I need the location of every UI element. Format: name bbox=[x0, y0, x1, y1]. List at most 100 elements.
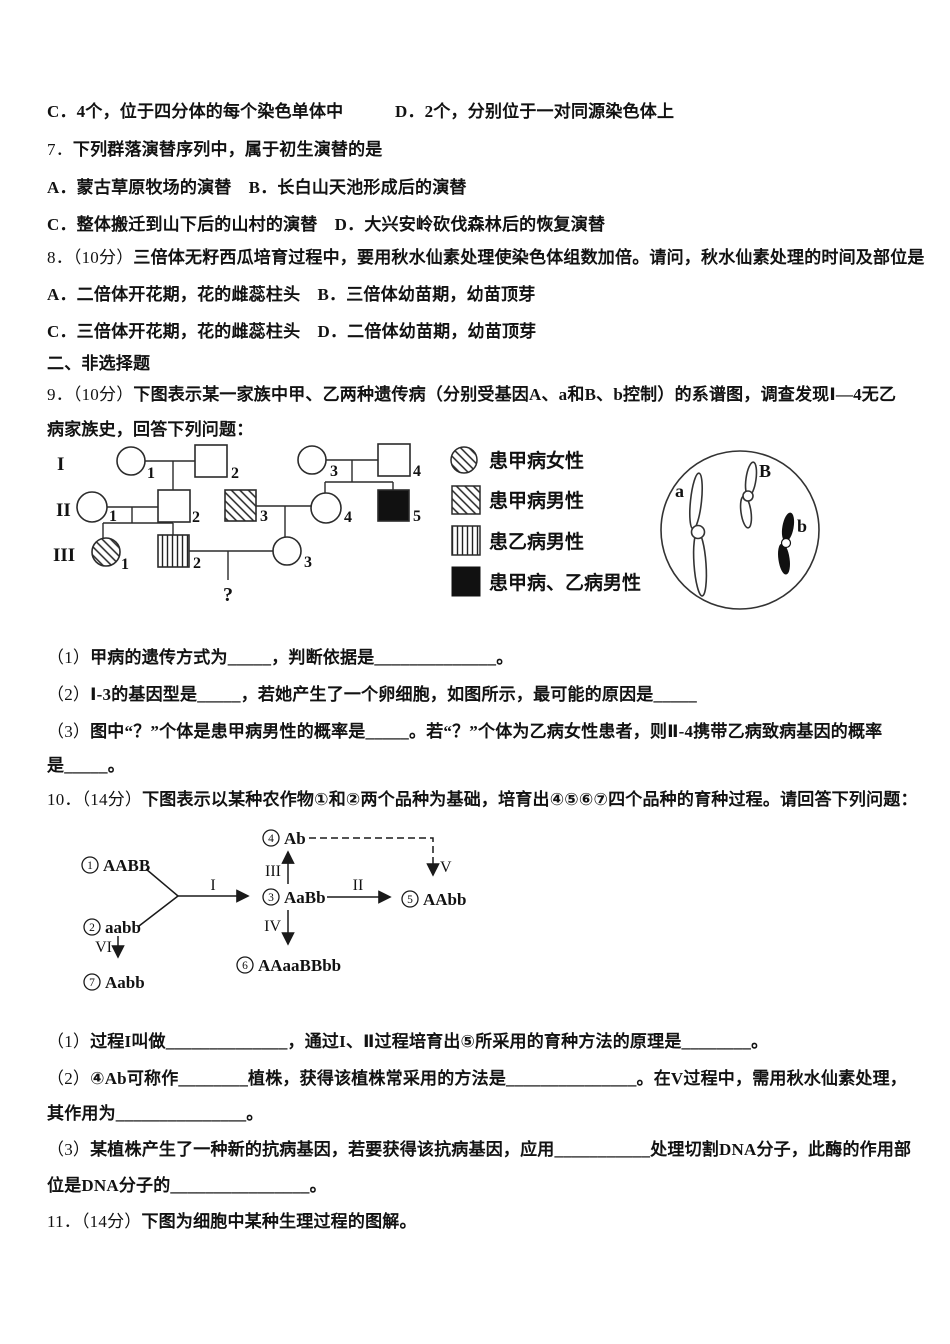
question-10-sub2-continuation: 其作用为_______________。 bbox=[47, 1104, 264, 1123]
individual-I-3-circle bbox=[297, 445, 327, 475]
question-8-options-cd: C．三倍体开花期，花的雌蕊柱头 D．二倍体幼苗期，幼苗顶芽 bbox=[47, 322, 537, 341]
question-7-text: 下列群落演替序列中，属于初生演替的是 bbox=[72, 140, 383, 159]
node-6-number: 6 bbox=[242, 960, 248, 972]
individual-II-4-circle bbox=[310, 492, 342, 524]
q9-sub1-number: （1） bbox=[47, 648, 91, 667]
breeding-lines bbox=[111, 837, 440, 959]
individual-II-5-black-square bbox=[377, 489, 410, 522]
node-3-number: 3 bbox=[268, 892, 274, 904]
node-2-number: 2 bbox=[89, 922, 95, 934]
process-IV-label: IV bbox=[264, 918, 281, 935]
cross-converge-lines bbox=[138, 868, 179, 927]
label-II-4: 4 bbox=[344, 509, 352, 526]
unknown-child-mark: ? bbox=[223, 584, 233, 606]
label-III-3: 3 bbox=[304, 554, 312, 571]
q10-sub2-number: （2） bbox=[47, 1069, 91, 1088]
question-9-sub2: （2）Ⅰ-3的基因型是_____，若她产生了一个卵细胞，如图所示，最可能的原因是… bbox=[47, 683, 697, 706]
generation-1-label: I bbox=[57, 454, 64, 475]
label-II-3: 3 bbox=[260, 508, 268, 525]
section-2-header: 二、非选择题 bbox=[47, 354, 151, 373]
q9-sub1-text: 甲病的遗传方式为_____，判断依据是______________。 bbox=[90, 648, 514, 667]
q9-sub2-number: （2） bbox=[47, 685, 91, 704]
question-9-number: 9．（10分） bbox=[47, 385, 134, 404]
q9-sub3-text: 图中“？”个体是患甲病男性的概率是_____。若“？”个体为乙病女性患者，则Ⅱ-… bbox=[90, 722, 883, 741]
individual-I-2-square bbox=[194, 444, 228, 478]
node-4-number: 4 bbox=[268, 833, 274, 845]
individual-III-2-striped-square bbox=[157, 534, 190, 568]
question-8-options-ab: A．二倍体开花期，花的雌蕊柱头 B．三倍体幼苗期，幼苗顶芽 bbox=[47, 285, 536, 304]
individual-II-3-hatched-square bbox=[224, 489, 257, 522]
question-10-number: 10．（14分） bbox=[47, 790, 143, 809]
process-II-label: II bbox=[353, 877, 364, 894]
label-III-2: 2 bbox=[193, 555, 201, 572]
question-11: 11．（14分）下图为细胞中某种生理过程的图解。 bbox=[47, 1210, 417, 1233]
node-7-circle bbox=[83, 973, 101, 991]
node-1-genotype: AABB bbox=[103, 856, 150, 875]
legend-hatched-square bbox=[451, 485, 481, 515]
question-9-sub3: （3）图中“？”个体是患甲病男性的概率是_____。若“？”个体为乙病女性患者，… bbox=[47, 720, 882, 743]
question-10-text: 下图表示以某种农作物①和②两个品种为基础，培育出④⑤⑥⑦四个品种的育种过程。请回… bbox=[142, 790, 918, 809]
node-5-number: 5 bbox=[407, 894, 413, 906]
node-3-circle bbox=[262, 888, 280, 906]
question-9-continuation: 病家族史，回答下列问题： bbox=[47, 420, 254, 439]
label-II-5: 5 bbox=[413, 508, 421, 525]
question-9-sub1: （1）甲病的遗传方式为_____，判断依据是______________。 bbox=[47, 646, 513, 669]
node-2-circle bbox=[83, 918, 101, 936]
node-5-genotype: AAbb bbox=[423, 890, 466, 909]
label-III-1: 1 bbox=[121, 556, 129, 573]
question-7-options-cd: C．整体搬迁到山下后的山村的演替 D．大兴安岭砍伐森林后的恢复演替 bbox=[47, 215, 606, 234]
process-III-label: III bbox=[265, 863, 281, 880]
label-I-1: 1 bbox=[147, 465, 155, 482]
question-11-number: 11．（14分） bbox=[47, 1212, 142, 1231]
q9-sub2-text: Ⅰ-3的基因型是_____，若她产生了一个卵细胞，如图所示，最可能的原因是___… bbox=[90, 685, 697, 704]
process-V-arrow bbox=[309, 837, 440, 877]
chromosome-B bbox=[739, 461, 758, 529]
node-4-circle bbox=[262, 829, 280, 847]
label-I-2: 2 bbox=[231, 465, 239, 482]
pedigree-figure: I II III 1 2 bbox=[53, 443, 820, 610]
q9-sub3-number: （3） bbox=[47, 722, 91, 741]
cell-membrane bbox=[660, 450, 820, 610]
process-VI-label: VI bbox=[95, 939, 112, 956]
question-8-number: 8．（10分） bbox=[47, 248, 134, 267]
process-I-label: I bbox=[210, 877, 215, 894]
individual-II-2-square bbox=[157, 489, 191, 523]
question-10-sub2: （2）④Ab可称作________植株，获得该植株常采用的方法是________… bbox=[47, 1067, 907, 1090]
question-9: 9．（10分）下图表示某一家族中甲、乙两种遗传病（分别受基因A、a和B、b控制）… bbox=[47, 383, 896, 406]
individual-III-3-circle bbox=[272, 536, 302, 566]
q10-sub3-number: （3） bbox=[47, 1140, 91, 1159]
node-7-number: 7 bbox=[89, 977, 95, 989]
node-2-genotype: aabb bbox=[105, 918, 141, 937]
pedigree-symbols bbox=[76, 443, 411, 568]
label-II-2: 2 bbox=[192, 509, 200, 526]
legend-label-1: 患甲病男性 bbox=[489, 489, 584, 512]
q10-sub3-text: 某植株产生了一种新的抗病基因，若要获得该抗病基因，应用___________处理… bbox=[90, 1140, 912, 1159]
generation-3-label: III bbox=[53, 545, 75, 566]
individual-I-4-square bbox=[377, 443, 411, 477]
process-V-label: V bbox=[440, 859, 452, 876]
breeding-nodes: 1 AABB 2 aabb 3 AaBb 4 Ab 5 AAbb 6 AAaaB… bbox=[81, 829, 466, 992]
chromosome-b bbox=[778, 512, 795, 575]
legend-label-2: 患乙病男性 bbox=[489, 530, 584, 553]
question-10-sub3: （3）某植株产生了一种新的抗病基因，若要获得该抗病基因，应用__________… bbox=[47, 1138, 911, 1161]
question-10: 10．（14分）下图表示以某种农作物①和②两个品种为基础，培育出④⑤⑥⑦四个品种… bbox=[47, 788, 918, 811]
question-11-text: 下图为细胞中某种生理过程的图解。 bbox=[141, 1212, 417, 1231]
question-7-number: 7． bbox=[47, 140, 73, 159]
individual-II-1-circle bbox=[76, 491, 108, 523]
egg-cell-diagram: a B b bbox=[660, 450, 820, 610]
chromosome-b-label: b bbox=[797, 516, 807, 536]
node-1-circle bbox=[81, 856, 99, 874]
node-3-genotype: AaBb bbox=[284, 888, 326, 907]
breeding-diagram-figure: 1 AABB 2 aabb 3 AaBb 4 Ab 5 AAbb 6 AAaaB… bbox=[81, 829, 466, 992]
legend-black-square bbox=[451, 566, 481, 597]
label-I-4: 4 bbox=[413, 463, 421, 480]
chromosome-a bbox=[688, 472, 708, 597]
question-6-options-cd: C．4个，位于四分体的每个染色单体中 D．2个，分别位于一对同源染色体上 bbox=[47, 102, 675, 121]
node-7-genotype: Aabb bbox=[105, 973, 145, 992]
chromosome-a-label: a bbox=[675, 481, 684, 501]
chromosome-B-label: B bbox=[759, 461, 771, 481]
label-I-3: 3 bbox=[330, 463, 338, 480]
q10-sub2-text: ④Ab可称作________植株，获得该植株常采用的方法是___________… bbox=[90, 1069, 908, 1088]
pedigree-lines bbox=[102, 459, 394, 580]
legend-label-3: 患甲病、乙病男性 bbox=[489, 571, 641, 594]
